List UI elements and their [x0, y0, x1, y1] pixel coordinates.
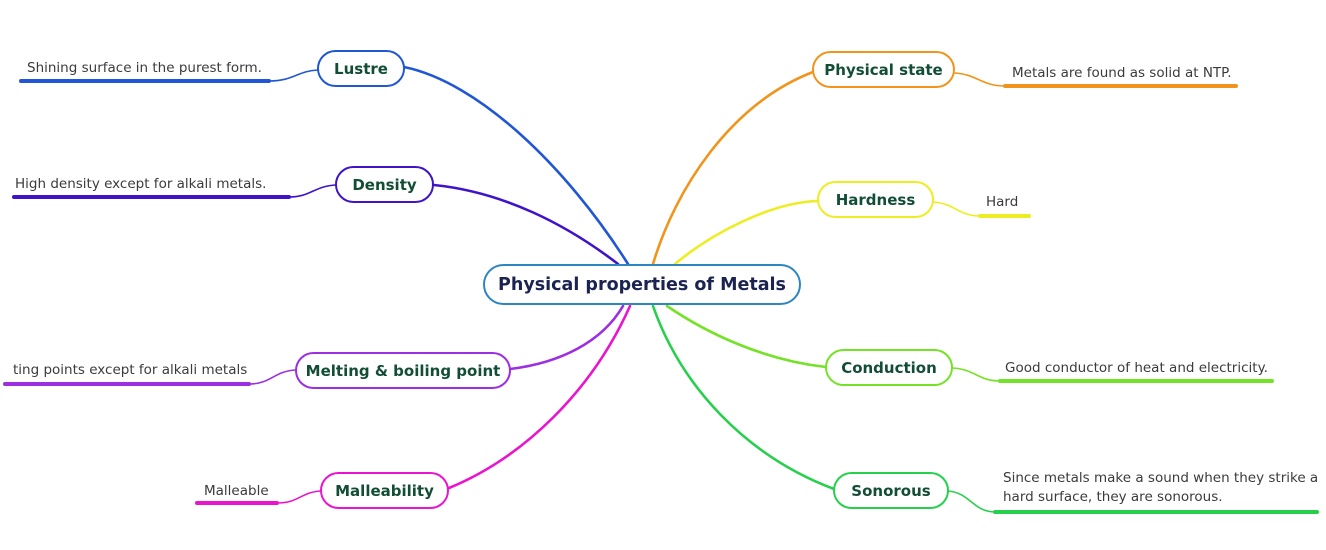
- note-connector-melting: [248, 369, 297, 385]
- child-note-melting-boiling-point[interactable]: ting points except for alkali metals: [13, 362, 248, 378]
- branch-node-physical-state[interactable]: Physical state: [812, 51, 955, 88]
- note-connector-hardness: [931, 201, 981, 217]
- branch-curve-malleability: [447, 304, 632, 490]
- child-note-malleability[interactable]: Malleable: [204, 483, 269, 499]
- note-connector-lustre: [268, 69, 319, 82]
- branch-node-conduction[interactable]: Conduction: [825, 349, 953, 386]
- branch-label-hardness: Hardness: [835, 190, 916, 209]
- child-note-conduction[interactable]: Good conductor of heat and electricity.: [1005, 360, 1268, 376]
- child-note-sonorous-line-2: hard surface, they are sonorous.: [1003, 489, 1223, 505]
- branch-node-density[interactable]: Density: [335, 166, 434, 203]
- branch-curve-sonorous: [651, 304, 836, 491]
- branch-node-melting-boiling-point[interactable]: Melting & boiling point: [295, 352, 511, 389]
- child-note-sonorous[interactable]: Since metals make a sound when they stri…: [1003, 469, 1318, 507]
- note-connector-physical-state: [953, 72, 1006, 87]
- branch-label-conduction: Conduction: [841, 358, 937, 377]
- note-connector-sonorous: [946, 490, 996, 513]
- branch-label-density: Density: [352, 175, 417, 194]
- branch-label-sonorous: Sonorous: [851, 481, 931, 500]
- child-note-sonorous-line-1: Since metals make a sound when they stri…: [1003, 470, 1319, 486]
- central-topic-node[interactable]: Physical properties of Metals: [483, 264, 801, 305]
- branch-label-physical-state: Physical state: [824, 60, 943, 79]
- branch-curve-hardness: [673, 199, 820, 266]
- branch-node-lustre[interactable]: Lustre: [317, 50, 405, 87]
- branch-label-lustre: Lustre: [334, 59, 388, 78]
- branch-label-melting-boiling-point: Melting & boiling point: [305, 361, 501, 380]
- child-note-hardness[interactable]: Hard: [986, 194, 1019, 210]
- note-connector-conduction: [951, 367, 1001, 382]
- central-topic-label: Physical properties of Metals: [498, 274, 786, 295]
- branch-curve-conduction: [665, 304, 828, 369]
- branch-curve-melting: [508, 304, 625, 371]
- child-note-physical-state[interactable]: Metals are found as solid at NTP.: [1012, 65, 1232, 81]
- branch-curve-density: [432, 183, 620, 266]
- child-note-density[interactable]: High density except for alkali metals.: [15, 176, 267, 192]
- note-connector-density: [288, 184, 337, 198]
- branch-node-sonorous[interactable]: Sonorous: [833, 472, 949, 509]
- note-connector-malleability: [276, 490, 322, 504]
- branch-label-malleability: Malleability: [335, 481, 434, 500]
- branch-node-hardness[interactable]: Hardness: [817, 181, 934, 218]
- child-note-lustre[interactable]: Shining surface in the purest form.: [27, 60, 262, 76]
- branch-node-malleability[interactable]: Malleability: [320, 472, 449, 509]
- branch-curve-physical-state: [651, 70, 815, 266]
- branch-curve-lustre: [402, 65, 630, 266]
